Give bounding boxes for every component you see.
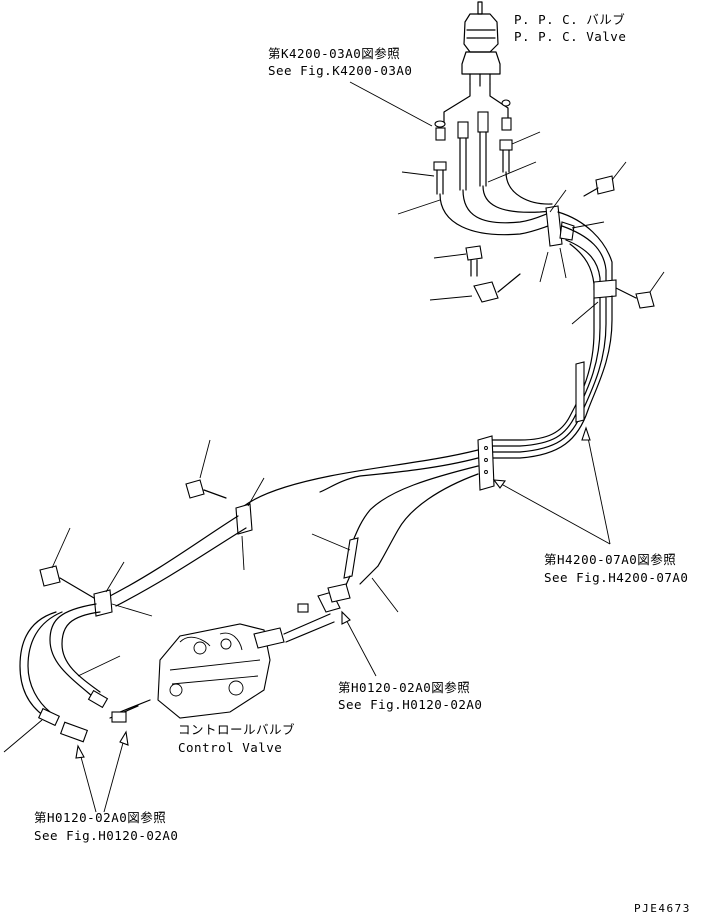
ppc-valve-label-jp: P. P. C. バルブ <box>514 12 626 27</box>
drawing-code: PJE4673 <box>634 902 691 915</box>
h4200-ref-label-jp: 第H4200-07A0図参照 <box>544 552 677 567</box>
h4200-ref-label-en: See Fig.H4200-07A0 <box>544 570 689 585</box>
ppc-hoses <box>433 83 513 195</box>
leader-lines <box>3 81 665 813</box>
k4200-ref-label-jp: 第K4200-03A0図参照 <box>268 46 401 61</box>
control-valve-label-en: Control Valve <box>178 740 283 755</box>
h0120-low-ref-label-en: See Fig.H0120-02A0 <box>34 828 179 843</box>
h0120-low-ref-label-jp: 第H0120-02A0図参照 <box>34 810 167 825</box>
h0120-mid-ref-label-jp: 第H0120-02A0図参照 <box>338 680 471 695</box>
control-valve-label-jp: コントロールバルブ <box>178 722 296 737</box>
upper-hose-bundle <box>439 171 655 309</box>
h0120-mid-ref-label-en: See Fig.H0120-02A0 <box>338 697 483 712</box>
control-valve <box>59 583 351 743</box>
main-hose-bundle <box>19 295 613 727</box>
k4200-ref-label-en: See Fig.K4200-03A0 <box>268 63 413 78</box>
small-bolt-group <box>465 245 521 303</box>
ppc-valve <box>461 1 501 87</box>
ppc-valve-label-en: P. P. C. Valve <box>514 29 627 44</box>
